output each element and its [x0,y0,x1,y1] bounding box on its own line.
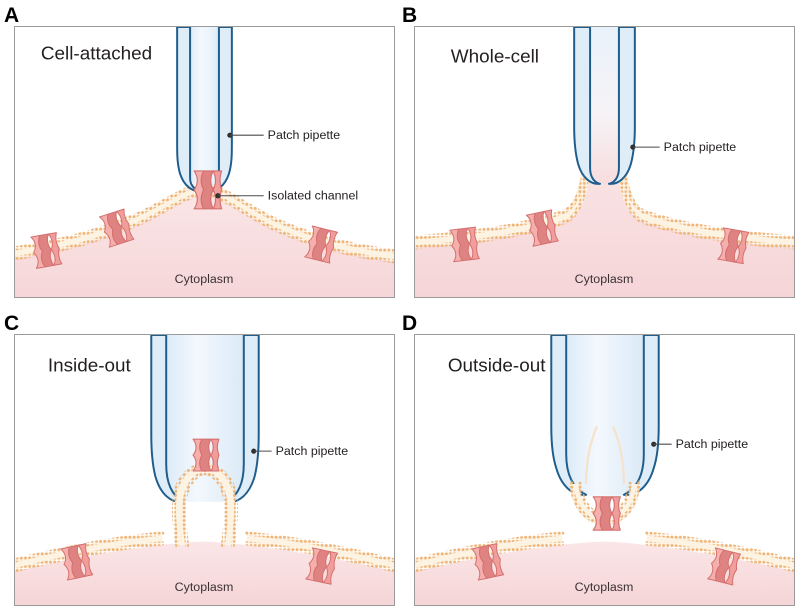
panel-letter-c: C [4,312,20,335]
panel-title: Inside-out [48,356,132,377]
membrane-channel [30,232,63,269]
panel-title: Whole-cell [451,47,539,68]
membrane-channel [525,209,559,247]
annotation-label: Patch pipette [664,140,737,154]
leader-dot [251,448,257,454]
patch-pipette [176,27,233,192]
membrane-channel [304,225,338,264]
annotation-patch-pipette: Patch pipette [630,140,736,154]
cell-body [415,144,794,297]
cytoplasm-label: Cytoplasm [575,272,634,286]
annotation-label: Patch pipette [676,437,749,451]
patch-channel [192,438,220,472]
membrane-channel [60,543,94,581]
membrane-channel [471,543,505,581]
excised-membrane-patch [171,462,239,548]
cytoplasm-label: Cytoplasm [175,580,234,594]
annotation-patch-pipette: Patch pipette [651,437,748,451]
cytoplasm-label: Cytoplasm [575,580,634,594]
panel-inside-out: Patch pipette Inside-out Cytoplasm [14,334,395,606]
panel-outside-out: Patch pipette Outside-out Cytoplasm [414,334,795,606]
annotation-label: Patch pipette [268,128,341,142]
plasma-membrane [415,531,794,573]
panel-cell-attached: Patch pipette Isolated channel Cell-atta… [14,26,395,298]
annotation-label: Patch pipette [276,444,349,458]
panel-letter-b: B [402,4,418,27]
membrane-channel [305,547,339,585]
panel-letter-d: D [402,312,418,335]
annotation-isolated-channel: Isolated channel [215,189,358,203]
panel-whole-cell: Patch pipette Whole-cell Cytoplasm [414,26,795,298]
plasma-membrane [15,531,394,573]
membrane-channel [449,226,480,263]
cytoplasm-label: Cytoplasm [175,272,234,286]
patch-pipette [550,335,660,496]
cell-body [15,541,394,605]
cell-body [15,190,394,297]
membrane-channel [717,227,750,265]
cell-body [415,541,794,605]
patch-pipette [150,335,260,503]
annotation-patch-pipette: Patch pipette [227,128,340,142]
panel-letter-a: A [4,4,20,27]
annotation-label: Isolated channel [268,189,358,203]
annotation-patch-pipette: Patch pipette [251,444,348,458]
patch-pipette [573,27,636,185]
leader-dot [215,193,221,199]
panel-title: Outside-out [448,356,546,377]
patch-channel [592,496,621,531]
panel-title: Cell-attached [41,44,152,65]
membrane-channel [707,547,741,586]
isolated-channel [193,170,223,210]
membrane-channel [98,208,135,248]
